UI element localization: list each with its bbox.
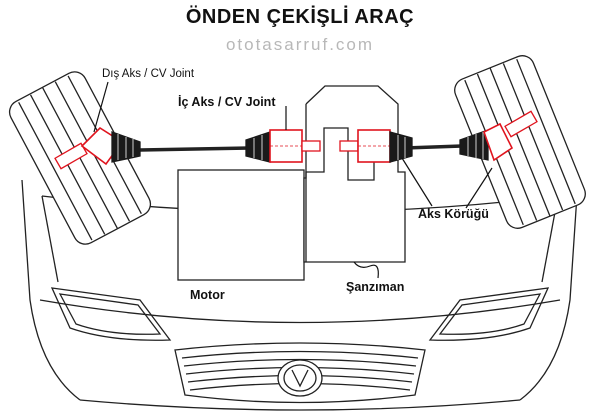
leader-lines: [93, 81, 493, 279]
right-driveshaft: [404, 144, 463, 150]
outer-cv-label: Dış Aks / CV Joint: [102, 68, 195, 80]
grille: [174, 342, 426, 404]
right-outer-boot: [459, 129, 489, 161]
inner-cv-label: İç Aks / CV Joint: [178, 95, 276, 109]
right-outer-cv-joint: [459, 110, 538, 162]
left-inner-cv-joint: [245, 129, 321, 163]
car-body: [21, 179, 579, 411]
right-inner-cv-joint: [339, 129, 413, 163]
engine-label: Motor: [190, 288, 225, 302]
left-driveshaft: [139, 146, 251, 152]
right-wheel: [454, 55, 586, 229]
left-outer-cv-joint: [54, 126, 141, 170]
gearbox-label: Şanzıman: [346, 280, 405, 294]
engine-block: [177, 169, 305, 281]
left-headlight: [50, 287, 172, 341]
boot-label: Aks Körüğü: [418, 207, 489, 221]
left-inner-boot: [245, 131, 271, 163]
gearbox-housing: [303, 85, 406, 263]
right-headlight: [428, 287, 550, 341]
watermark-text: ototasarruf.com: [225, 35, 375, 54]
right-inner-boot: [389, 131, 413, 163]
diagram-title: ÖNDEN ÇEKİŞLİ ARAÇ: [185, 6, 415, 28]
